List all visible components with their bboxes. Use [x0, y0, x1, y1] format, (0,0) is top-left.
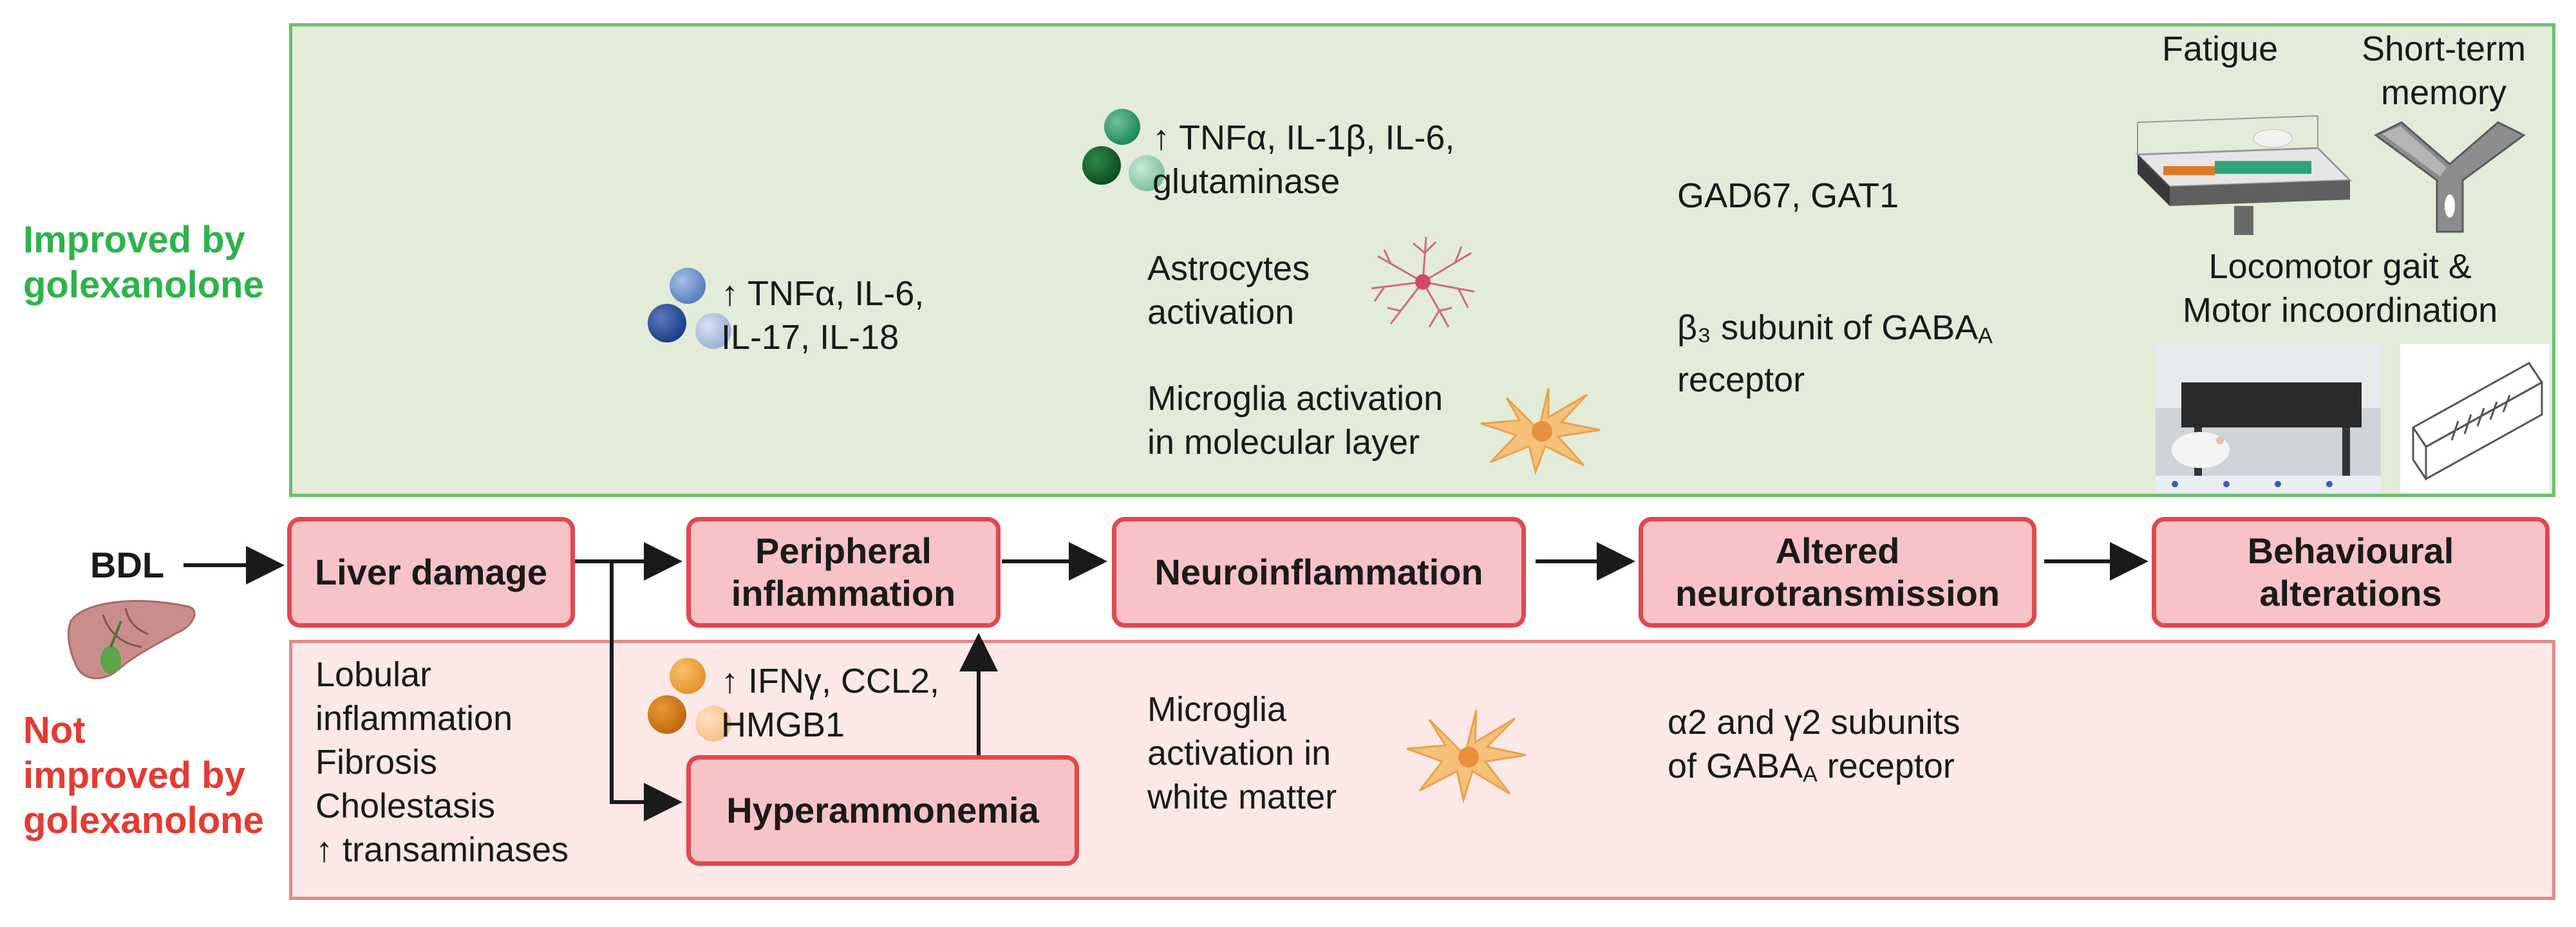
orange-cytokine-cells-icon	[648, 658, 731, 742]
rotarod-photo	[2156, 344, 2381, 493]
y-maze-icon	[2374, 121, 2526, 233]
beta3-subunit-text: β₃ subunit of GABAA receptor	[1677, 308, 1993, 399]
peripheral-improved-markers: ↑ TNFα, IL-6, IL-17, IL-18	[721, 274, 925, 357]
hyperammonemia-box: Hyperammonemia	[686, 755, 1079, 866]
peripheral-inflammation-box: Peripheral inflammation	[686, 517, 1001, 628]
liver-icon	[67, 600, 196, 680]
astrocyte-icon	[1371, 236, 1475, 328]
microglia-white-matter-icon	[1406, 709, 1527, 803]
not-improved-label: Not improved by golexanolone	[23, 709, 264, 841]
microglia-icon	[1480, 388, 1601, 475]
locomotor-label: Locomotor gait & Motor incoordination	[2183, 247, 2498, 330]
liver-findings-text: Lobular inflammation Fibrosis Cholestasi…	[315, 655, 569, 869]
blue-cytokine-cells-icon	[648, 268, 731, 349]
microglia-molecular-text: Microglia activation in molecular layer	[1147, 379, 1443, 462]
behavioural-alterations-box: Behavioural alterations	[2152, 517, 2550, 628]
gad-gat-text: GAD67, GAT1	[1677, 176, 1899, 215]
treadmill-apparatus-icon	[2135, 115, 2353, 235]
green-cytokine-cells-icon	[1082, 109, 1165, 191]
alpha-gamma-subunits-text: α2 and γ2 subunits of GABAA receptor	[1668, 703, 1960, 787]
neuro-improved-markers: ↑ TNFα, IL-1β, IL-6, glutaminase	[1152, 118, 1455, 201]
liver-damage-box: Liver damage	[287, 517, 575, 628]
not-improved-panel	[289, 640, 2555, 900]
altered-neurotransmission-box: Altered neurotransmission	[1639, 517, 2036, 628]
fatigue-label: Fatigue	[2162, 30, 2279, 68]
beam-walking-drawing	[2400, 344, 2550, 493]
bdl-label: BDL	[90, 545, 165, 585]
short-term-memory-label: Short-term memory	[2362, 30, 2526, 112]
arrow-liver-hyperammonemia	[610, 561, 682, 821]
improved-label: Improved by golexanolone	[23, 219, 264, 306]
hyperammonemia-markers: ↑ IFNγ, CCL2, HMGB1	[721, 662, 940, 744]
astrocytes-activation-text: Astrocytes activation	[1147, 249, 1310, 332]
neuroinflammation-box: Neuroinflammation	[1112, 517, 1526, 628]
microglia-white-matter-text: Microglia activation in white matter	[1147, 690, 1337, 816]
